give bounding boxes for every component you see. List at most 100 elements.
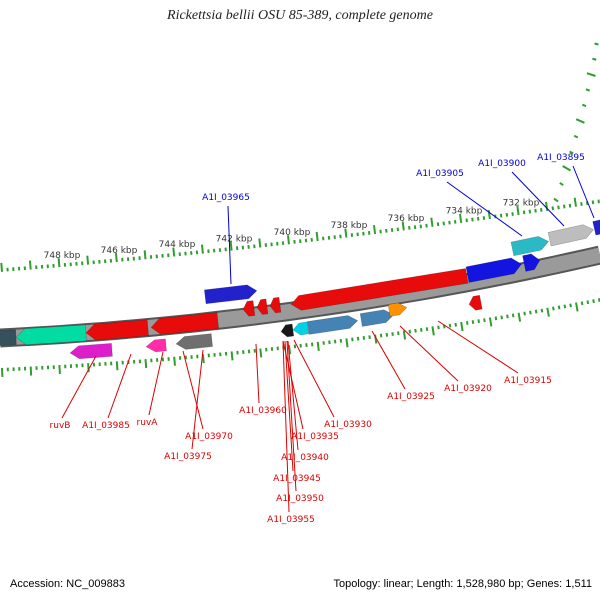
- gene-label-A1I_03965[interactable]: A1I_03965: [202, 193, 250, 203]
- gene-arrow-red-left-1[interactable]: [85, 319, 149, 341]
- ruler-tick: [563, 304, 567, 309]
- ruler-tick: [265, 347, 268, 352]
- gene-label-A1I_03925[interactable]: A1I_03925: [387, 392, 435, 402]
- gene-label-A1I_03915[interactable]: A1I_03915: [504, 376, 552, 386]
- ruler-tick: [333, 339, 337, 344]
- gene-label-A1I_03905[interactable]: A1I_03905: [416, 169, 464, 179]
- ruler-tick: [569, 303, 572, 308]
- ruler-tick: [594, 42, 599, 46]
- ruler-tick: [236, 350, 239, 355]
- gene-arrow-blue-right-2[interactable]: [522, 252, 542, 272]
- ruler-tick: [546, 307, 550, 317]
- label-leader-line: [107, 353, 132, 419]
- ruler-tick: [230, 351, 234, 361]
- ruler-tick: [98, 259, 101, 264]
- gene-label-A1I_03970[interactable]: A1I_03970: [185, 432, 233, 442]
- gene-label-A1I_03935[interactable]: A1I_03935: [291, 432, 339, 442]
- gene-label-A1I_03920[interactable]: A1I_03920: [444, 384, 492, 394]
- ruler-tick: [270, 347, 274, 351]
- ruler-tick: [362, 335, 366, 340]
- ruler-label: 736 kbp: [388, 214, 425, 224]
- ruler-tick: [121, 257, 124, 262]
- gene-arrow-cyan-small[interactable]: [292, 321, 310, 336]
- ruler-tick: [190, 355, 193, 359]
- gene-arrow-steel-2[interactable]: [359, 308, 395, 327]
- gene-label-A1I_03975[interactable]: A1I_03975: [164, 452, 212, 462]
- gene-arrow-blue-right-1[interactable]: [465, 256, 523, 283]
- ruler-tick: [425, 223, 428, 228]
- ruler-label: 742 kbp: [216, 234, 253, 244]
- ruler-tick: [563, 204, 566, 209]
- ruler-tick: [63, 262, 67, 267]
- ruler-tick: [75, 363, 78, 368]
- ruler-tick: [557, 305, 561, 310]
- gene-label-A1I_03960[interactable]: A1I_03960: [239, 406, 287, 416]
- gene-label-A1I_03945[interactable]: A1I_03945: [273, 474, 321, 484]
- gene-arrow-red-tip[interactable]: [468, 294, 483, 311]
- ruler-tick: [155, 358, 159, 362]
- ruler-tick: [281, 241, 285, 246]
- ruler-tick: [397, 331, 400, 336]
- ruler-label: 740 kbp: [274, 228, 311, 238]
- gene-arrow-blue-03895[interactable]: [592, 217, 600, 236]
- gene-label-A1I_03955[interactable]: A1I_03955: [267, 515, 315, 525]
- ruler-tick: [322, 236, 325, 241]
- ruler-tick: [385, 332, 389, 337]
- ruler-tick: [270, 242, 273, 247]
- ruler-tick: [229, 241, 233, 251]
- ruler-tick: [259, 348, 263, 358]
- ruler-tick: [356, 336, 360, 341]
- ruler-label: 738 kbp: [331, 221, 368, 231]
- label-leader-line: [282, 340, 290, 513]
- gene-arrow-red-m1[interactable]: [242, 300, 256, 317]
- gene-arrow-red-long[interactable]: [290, 268, 469, 311]
- ruler-tick: [219, 352, 222, 357]
- gene-arrow-orange[interactable]: [387, 302, 408, 317]
- accession-text: Accession: NC_009883: [10, 578, 125, 590]
- ruler-tick: [500, 315, 503, 320]
- ruler-tick: [247, 349, 251, 354]
- gene-label-A1I_03895[interactable]: A1I_03895: [537, 153, 585, 163]
- ruler-tick: [592, 57, 597, 61]
- gene-label-A1I_03940[interactable]: A1I_03940: [281, 453, 329, 463]
- gene-arrow-green-left[interactable]: [15, 324, 87, 346]
- gene-arrow-red-m3[interactable]: [269, 296, 282, 314]
- gene-arrow-blue-03965[interactable]: [204, 284, 258, 305]
- ruler-tick: [143, 250, 147, 260]
- gene-arrow-gray-03900[interactable]: [547, 223, 595, 247]
- ruler-tick: [213, 248, 216, 253]
- gene-arrow-black-small[interactable]: [280, 323, 295, 338]
- ruler-tick: [442, 221, 445, 226]
- gene-arrow-steel-1[interactable]: [306, 314, 359, 335]
- status-bar: Accession: NC_009883 Topology: linear; L…: [10, 578, 592, 590]
- gene-label-ruvB[interactable]: ruvB: [50, 421, 71, 431]
- gene-label-A1I_03930[interactable]: A1I_03930: [324, 420, 372, 430]
- gene-arrow-cyan-03905[interactable]: [510, 235, 550, 257]
- gene-arrow-magenta[interactable]: [69, 343, 113, 360]
- gene-label-A1I_03900[interactable]: A1I_03900: [478, 159, 526, 169]
- gene-label-ruvA[interactable]: ruvA: [137, 418, 159, 428]
- gene-arrow-gray-small[interactable]: [175, 333, 213, 351]
- gene-label-A1I_03985[interactable]: A1I_03985: [82, 421, 130, 431]
- ruler-tick: [419, 224, 423, 229]
- ruler-tick: [327, 235, 331, 240]
- ruler-tick: [529, 310, 532, 315]
- ruler-tick: [408, 225, 411, 230]
- ruler-tick: [448, 220, 451, 225]
- ruler-label: 744 kbp: [159, 240, 196, 250]
- ruler-tick: [499, 213, 503, 218]
- label-leader-line: [182, 350, 204, 430]
- ruler-tick: [379, 229, 382, 234]
- ruler-tick: [304, 238, 308, 243]
- gene-arrow-slate-left[interactable]: [0, 329, 17, 346]
- ruler-tick: [92, 260, 95, 265]
- gene-arrow-red-m2[interactable]: [256, 298, 269, 315]
- ruler-tick: [580, 202, 583, 206]
- ruler-tick: [391, 332, 394, 336]
- gene-label-A1I_03950[interactable]: A1I_03950: [276, 494, 324, 504]
- gene-arrow-pink[interactable]: [145, 338, 167, 353]
- ruler-tick: [540, 308, 544, 313]
- ruler-tick: [494, 316, 498, 321]
- gene-arrow-red-left-2[interactable]: [150, 312, 219, 336]
